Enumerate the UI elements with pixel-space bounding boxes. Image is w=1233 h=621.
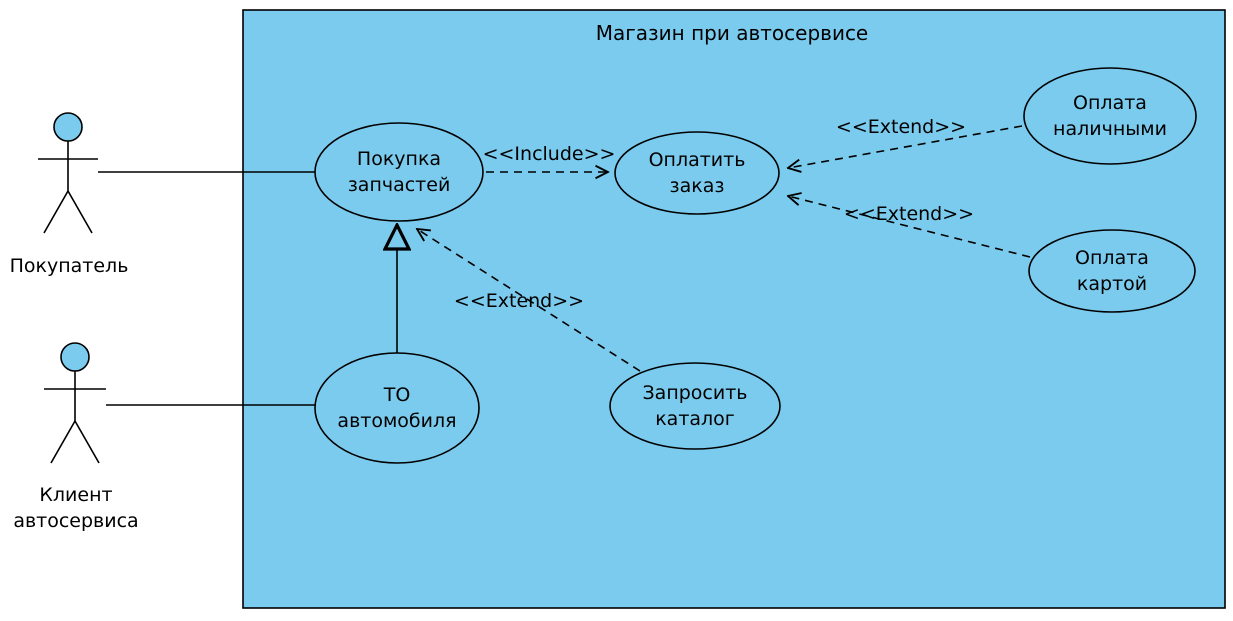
usecase-pay-cash-label: Оплата наличными	[1053, 92, 1167, 140]
usecase-pay-cash-ellipse	[1023, 67, 1197, 165]
usecase-car-service-label: ТО автомобиля	[337, 384, 457, 432]
actor-client-label: Клиент автосервиса	[13, 484, 139, 532]
usecase-buy-parts-ellipse	[314, 122, 484, 222]
actor-buyer-label: Покупатель	[9, 255, 129, 277]
usecase-request-catalog-ellipse	[609, 362, 781, 450]
system-boundary-title: Магазин при автосервисе	[595, 21, 869, 45]
actor-buyer-figure	[38, 112, 98, 234]
usecase-pay-order-label: Оплатить заказ	[648, 149, 746, 197]
usecase-pay-card-ellipse	[1028, 229, 1196, 313]
extend-cash-stereotype-label: <<Extend>>	[835, 116, 967, 138]
actor-client-figure	[44, 342, 106, 464]
usecase-buy-parts-label: Покупка запчастей	[347, 148, 451, 196]
extend-arrow-pay-cash-pay-order	[788, 125, 1023, 168]
usecase-pay-card-label: Оплата картой	[1075, 247, 1149, 295]
usecase-request-catalog-label: Запросить каталог	[642, 382, 748, 430]
include-stereotype-label: <<Include>>	[482, 143, 616, 165]
usecase-pay-order-ellipse	[614, 131, 780, 215]
extend-arrow-request-catalog-buy-parts	[417, 229, 641, 372]
actor-client-head	[60, 342, 90, 372]
extend-catalog-stereotype-label: <<Extend>>	[453, 290, 585, 312]
actor-buyer-head	[53, 112, 83, 142]
extend-card-stereotype-label: <<Extend>>	[843, 203, 975, 225]
